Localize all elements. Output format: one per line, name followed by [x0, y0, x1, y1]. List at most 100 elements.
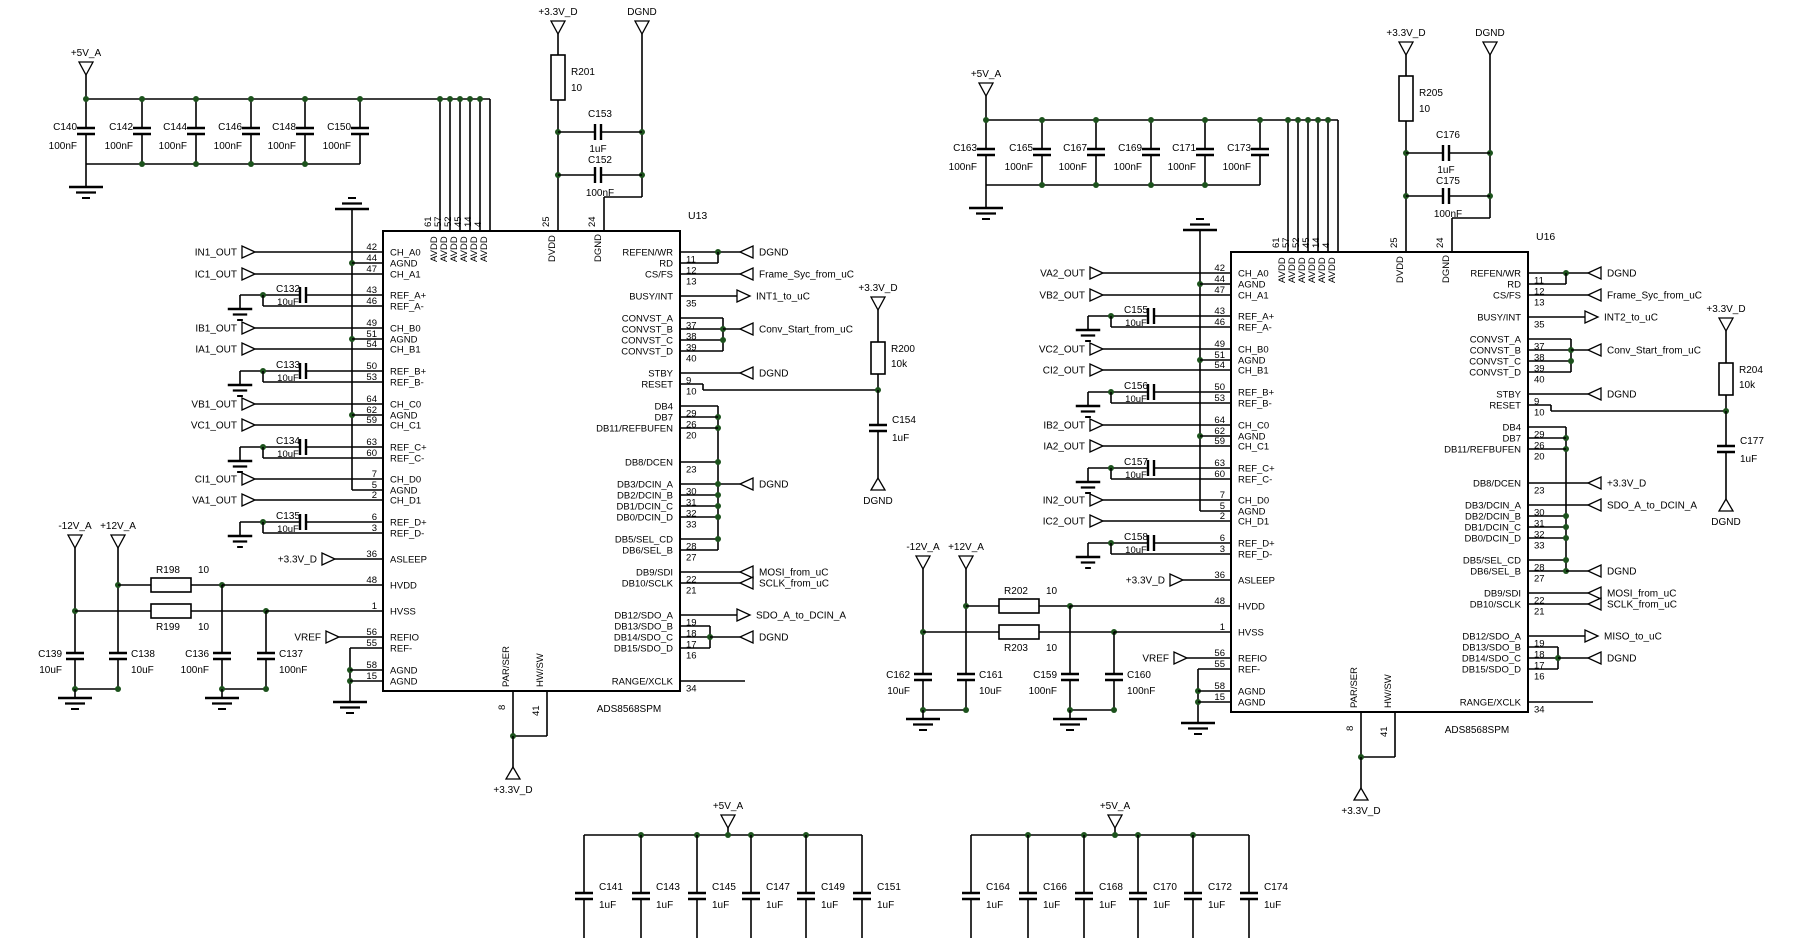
- component-refdes: C172: [1208, 882, 1232, 893]
- power-triangle-icon: [1106, 814, 1124, 830]
- pin-name: REF_B-: [390, 378, 424, 389]
- capacitor-C147: C147 1uF: [742, 835, 790, 938]
- signal-flag: +3.3V_D: [278, 551, 337, 567]
- component-value: 10uF: [1125, 470, 1147, 481]
- ground-symbol: [969, 206, 1003, 220]
- pin-name: CONVST_B: [622, 325, 673, 336]
- component-value: 1uF: [766, 900, 783, 911]
- component-refdes: C147: [766, 882, 790, 893]
- pin-number: 59: [366, 415, 377, 426]
- component-refdes: C151: [877, 882, 901, 893]
- pin-name: DB9/SDI: [1484, 589, 1521, 600]
- pin-name: DB1/DCIN_C: [1465, 523, 1522, 534]
- pin-number: 55: [366, 638, 377, 649]
- pin-number: 32: [686, 509, 697, 520]
- component-value: 10uF: [887, 686, 910, 697]
- power-flag: +3.3V_D: [493, 765, 533, 796]
- pin-name: CH_A0: [390, 248, 421, 259]
- component-refdes: C164: [986, 882, 1010, 893]
- junction-dot: [139, 161, 145, 167]
- component-value: 1uF: [1153, 900, 1170, 911]
- resistor-body: [998, 598, 1040, 614]
- cap-bank-top-U16: +5V_AC163100nFC165100nFC167100nFC169100n…: [949, 69, 1338, 220]
- pin-name: CH_A1: [1238, 291, 1269, 302]
- pin-number: 15: [366, 671, 377, 682]
- component-value: 10: [198, 565, 210, 576]
- signal-flag: IA1_OUT: [195, 341, 257, 357]
- pin-number: 1: [1220, 622, 1225, 633]
- signal-arrow-icon: [241, 266, 257, 282]
- junction-dot: [1305, 117, 1311, 123]
- signal-flag-label: IN2_OUT: [1043, 496, 1085, 507]
- power-triangle-icon: [719, 814, 737, 830]
- pin-name: CH_B0: [1238, 345, 1269, 356]
- pin-name: DB8/DCEN: [625, 458, 673, 469]
- power-flag-label: +3.3V_D: [493, 785, 532, 796]
- junction-dot: [1568, 358, 1574, 364]
- component-refdes: C143: [656, 882, 680, 893]
- pin-name: DB10/SCLK: [622, 579, 674, 590]
- pin-name: DB7: [655, 413, 673, 424]
- power-triangle-icon: [109, 534, 127, 550]
- pin-name: CS/FS: [645, 270, 673, 281]
- cap-bank-bottom-U13: +5V_AC1411uFC1431uFC1451uFC1471uFC1491uF…: [575, 801, 901, 938]
- power-triangle-icon: [957, 555, 975, 571]
- pin-number: 55: [1214, 659, 1225, 670]
- pin-number: 24: [1435, 237, 1446, 248]
- signal-arrow-icon: [1089, 492, 1105, 508]
- signal-flag: IB1_OUT: [195, 320, 257, 336]
- cap-bank-bottom-U16: +5V_AC1641uFC1661uFC1681uFC1701uFC1721uF…: [962, 801, 1288, 938]
- signal-flag: VC1_OUT: [191, 417, 257, 433]
- resistor-body: [1398, 75, 1414, 122]
- signal-arrow-icon: [738, 476, 754, 492]
- pin-number: 28: [1534, 563, 1545, 574]
- pin-number: 61: [423, 216, 434, 227]
- pin-name: RANGE/XCLK: [612, 677, 674, 688]
- component-value: 1uF: [599, 900, 616, 911]
- pin-number: 54: [366, 339, 377, 350]
- signal-flag-label: MOSI_from_uC: [1607, 589, 1676, 600]
- pin-number: 18: [686, 629, 697, 640]
- pin-name: DB10/SCLK: [1470, 600, 1522, 611]
- pin-name: DB2/DCIN_B: [1465, 512, 1521, 523]
- component-value: 100nF: [1223, 162, 1251, 173]
- pin-number: 62: [366, 405, 377, 416]
- component-value: 100nF: [268, 141, 296, 152]
- pin-name: CH_B0: [390, 324, 421, 335]
- pin-name: AGND: [1238, 687, 1266, 698]
- signal-flag: MOSI_from_uC: [1586, 585, 1676, 601]
- pin-name: DB0/DCIN_D: [617, 513, 674, 524]
- component-value: 10: [1046, 643, 1058, 654]
- pin-name: DB13/SDO_B: [614, 622, 673, 633]
- pin-number: 30: [686, 487, 697, 498]
- component-refdes: C144: [163, 122, 187, 133]
- pin-name: PAR/SER: [1349, 667, 1360, 708]
- ground-symbol: [333, 700, 367, 714]
- signal-arrow-icon: [1169, 572, 1185, 588]
- signal-flag-label: IC1_OUT: [195, 270, 237, 281]
- junction-dot: [1112, 832, 1118, 838]
- pin-name: DB5/SEL_CD: [615, 535, 673, 546]
- component-refdes: R203: [1004, 643, 1028, 654]
- junction-dot: [983, 117, 989, 123]
- circuit-U13: +5V_AC140100nFC142100nFC144100nFC146100n…: [38, 7, 916, 938]
- pin-number: 58: [366, 660, 377, 671]
- pin-name: CS/FS: [1493, 291, 1521, 302]
- junction-dot: [1563, 524, 1569, 530]
- pin-number: 13: [686, 277, 697, 288]
- pin-name: CONVST_B: [1470, 346, 1521, 357]
- signal-flag-label: Frame_Syc_from_uC: [759, 270, 854, 281]
- component-value: 1uF: [1208, 900, 1225, 911]
- pin-name: CH_A0: [1238, 269, 1269, 280]
- pin-number: 25: [1389, 237, 1400, 248]
- pin-number: 37: [686, 321, 697, 332]
- junction-dot: [1039, 182, 1045, 188]
- component-value: 10uF: [1125, 318, 1147, 329]
- circuit-U16: +5V_AC163100nFC165100nFC167100nFC169100n…: [886, 28, 1764, 938]
- signal-flag: DGND: [1586, 386, 1636, 402]
- pin-name: REF_C-: [1238, 475, 1272, 486]
- component-refdes: C169: [1118, 143, 1142, 154]
- ground-symbol: [227, 383, 253, 397]
